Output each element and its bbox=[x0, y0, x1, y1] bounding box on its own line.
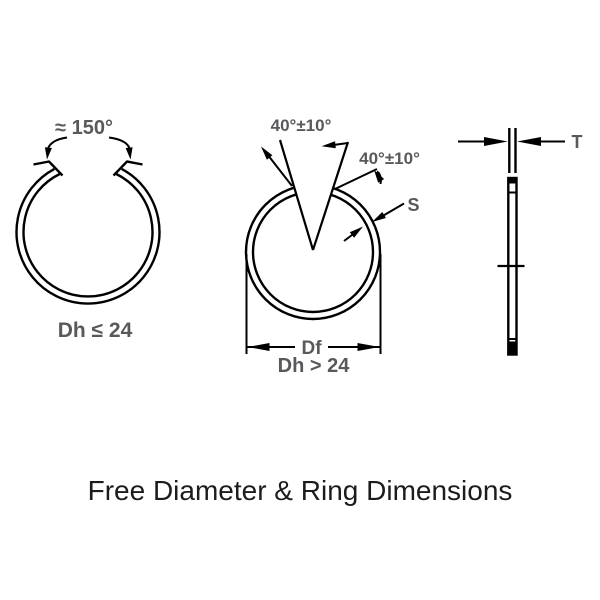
notch-angle-left-label: 40°±10° bbox=[271, 116, 332, 135]
notched-ring-bore-label: Dh > 24 bbox=[278, 355, 351, 377]
free-diameter-label: Df bbox=[301, 338, 322, 359]
radial-wall-label: S bbox=[407, 195, 419, 215]
free-diameter-arrow-right-icon bbox=[357, 343, 380, 351]
notched-ring-figure: 40°±10° 40°±10° S Df Dh > 24 bbox=[244, 116, 420, 377]
gap-angle-arrow-right-icon bbox=[125, 147, 133, 160]
radial-wall-arrow-inner-icon bbox=[349, 226, 363, 238]
side-view-bottom-end-fill bbox=[507, 341, 518, 355]
notch-left-edge bbox=[278, 139, 315, 251]
diagram-title: Free Diameter & Ring Dimensions bbox=[88, 475, 513, 506]
thickness-label: T bbox=[572, 132, 583, 152]
left-ring-outer-arc bbox=[15, 167, 161, 305]
left-ring-inner-arc bbox=[22, 172, 154, 298]
notch-mask bbox=[277, 131, 352, 251]
thickness-arrow-left-icon bbox=[484, 137, 508, 146]
left-ring-gap-end-left bbox=[33, 160, 64, 177]
left-ring-bore-label: Dh ≤ 24 bbox=[58, 319, 133, 342]
notch-angle-left-arrow-icon bbox=[261, 146, 273, 160]
side-view-top-end-fill bbox=[507, 177, 518, 184]
notch-right-edge bbox=[311, 141, 350, 251]
notch-angle-right-label: 40°±10° bbox=[359, 149, 420, 168]
left-ring-figure: ≈ 150° Dh ≤ 24 bbox=[15, 117, 161, 342]
gap-angle-label: ≈ 150° bbox=[55, 117, 113, 139]
notch-angle-right-leader bbox=[334, 168, 378, 190]
radial-wall-arrow-outer-icon bbox=[372, 212, 386, 222]
notch-angle-right-arrow-icon bbox=[374, 170, 385, 183]
free-diameter-arrow-left-icon bbox=[247, 343, 270, 351]
side-view-figure: T bbox=[458, 128, 583, 356]
notch-angle-top-arrow-icon bbox=[321, 141, 336, 149]
thickness-arrow-right-icon bbox=[517, 137, 541, 146]
left-ring-gap-end-right bbox=[112, 160, 143, 177]
gap-angle-arrow-left-icon bbox=[44, 147, 52, 160]
